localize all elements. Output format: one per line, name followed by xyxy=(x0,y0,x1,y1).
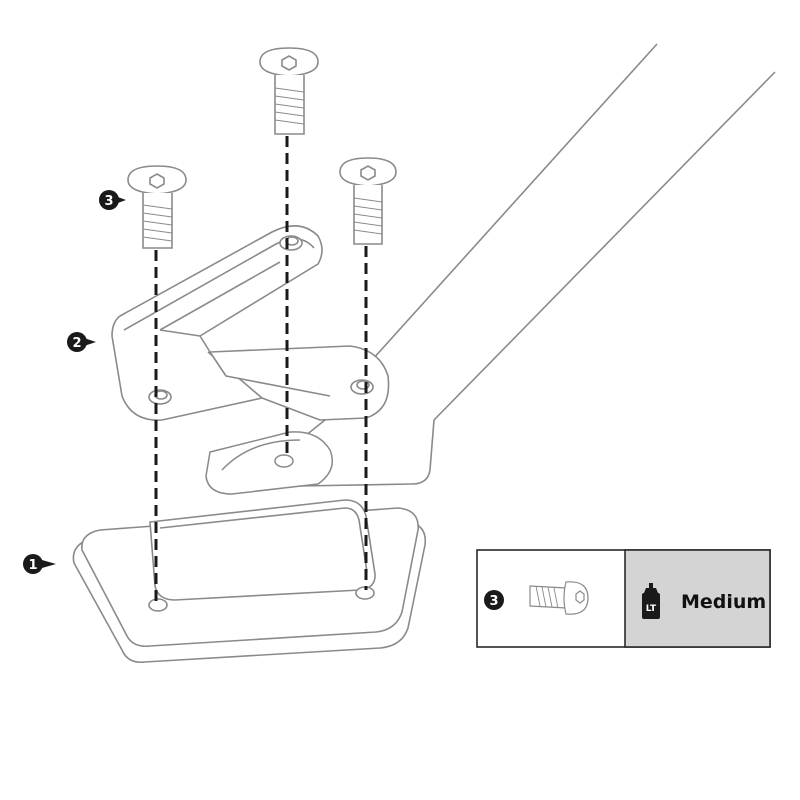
side-stand-leg xyxy=(299,43,776,487)
bracket-part xyxy=(111,225,390,421)
threadlocker-bottle-icon: LT xyxy=(642,583,660,619)
screw-center xyxy=(259,47,319,135)
legend-callout-label: 3 xyxy=(489,594,498,609)
threadlocker-strength-label: Medium xyxy=(681,591,766,613)
threadlocker-bottle-label: LT xyxy=(646,604,657,614)
callout-2-marker: 2 xyxy=(67,332,96,352)
alignment-lines xyxy=(154,136,368,602)
callout-3-label: 3 xyxy=(104,194,113,209)
base-plate-part xyxy=(72,499,427,664)
callout-1-label: 1 xyxy=(28,558,37,573)
callout-1-marker: 1 xyxy=(23,554,56,574)
callout-2-label: 2 xyxy=(72,336,81,351)
screw-left xyxy=(127,165,187,249)
stand-foot xyxy=(205,431,333,495)
callout-3-marker: 3 xyxy=(99,190,126,210)
threadlocker-legend: 3 LT Medium xyxy=(476,549,771,648)
legend-screw-icon xyxy=(529,581,589,615)
screw-right xyxy=(339,157,397,245)
legend-callout-badge xyxy=(484,590,504,610)
